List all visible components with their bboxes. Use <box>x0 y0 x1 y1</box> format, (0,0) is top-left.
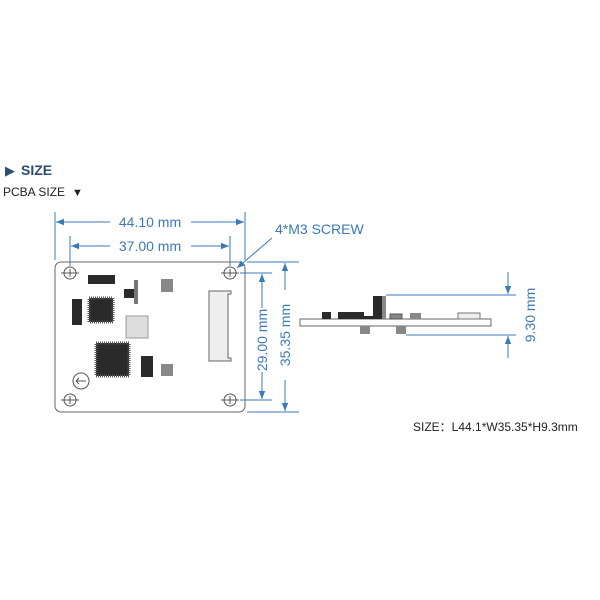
hole-spacing-length-label: 37.00 mm <box>119 238 181 254</box>
subtitle-label: PCBA SIZE <box>3 185 65 199</box>
overall-length-label: 44.10 mm <box>119 214 181 230</box>
pcb-top-view <box>54 261 246 413</box>
height-label: 9.30 mm <box>522 288 538 342</box>
section-marker-icon: ▶ <box>5 163 15 178</box>
pcb-side-view <box>299 296 492 334</box>
screw-label: 4*M3 SCREW <box>275 221 364 237</box>
section-title: SIZE <box>21 162 52 178</box>
overall-width-label: 35.35 mm <box>277 304 293 366</box>
hole-spacing-width-label: 29.00 mm <box>254 309 270 371</box>
subtitle-marker-icon: ▼ <box>72 187 83 199</box>
size-summary: SIZE：L44.1*W35.35*H9.3mm <box>413 420 578 434</box>
